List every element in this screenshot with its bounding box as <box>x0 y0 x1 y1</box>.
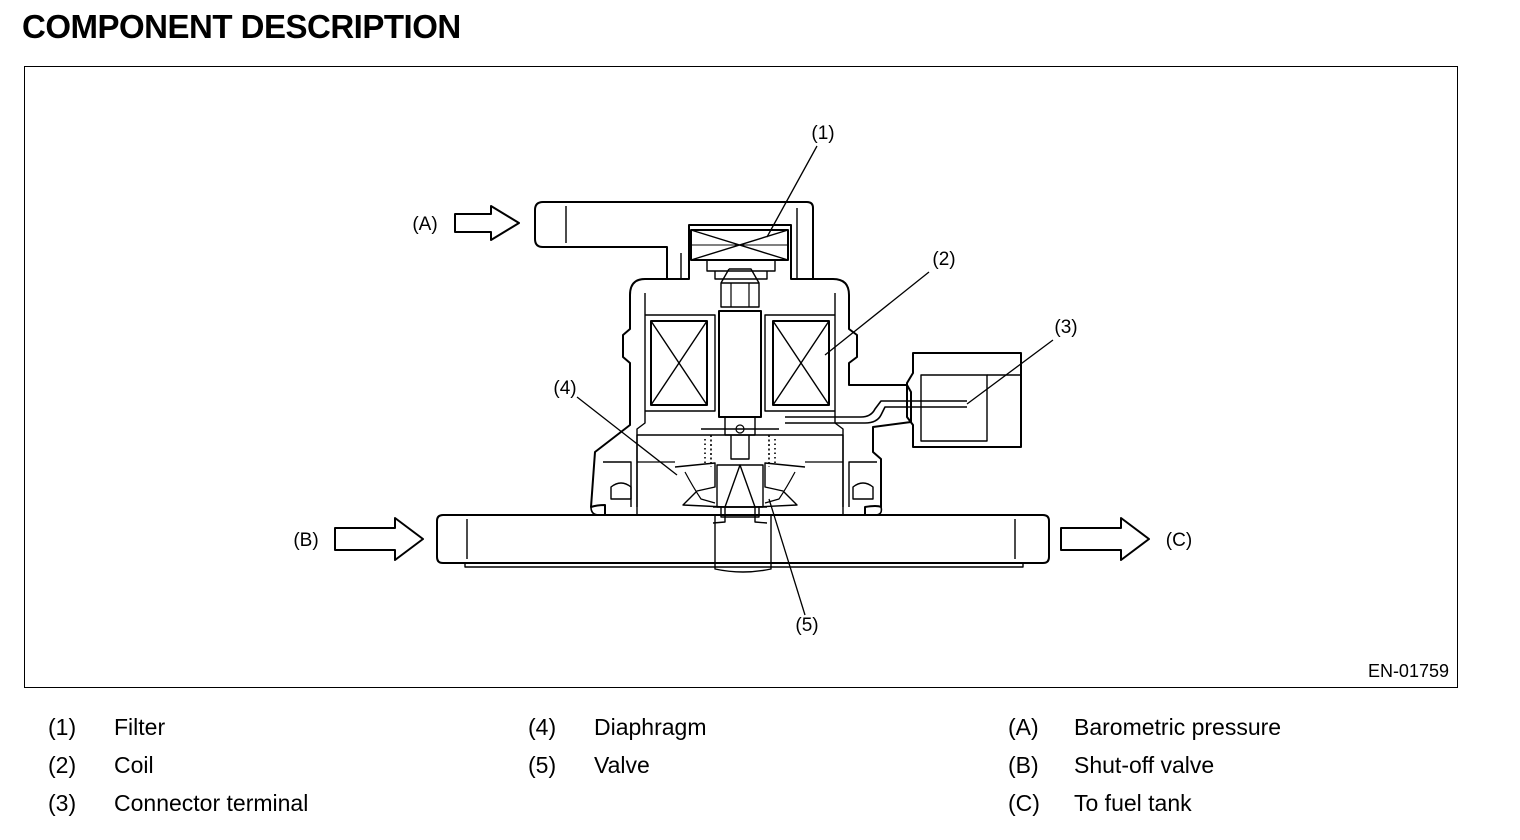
leader-lines <box>576 145 1054 616</box>
legend-key-5: (5) <box>528 752 557 778</box>
legend-label-shut-off-valve: Shut-off valve <box>1074 752 1215 778</box>
filter-element <box>690 229 789 280</box>
legend-key-1: (1) <box>48 714 77 740</box>
page-title: COMPONENT DESCRIPTION <box>22 8 461 45</box>
valve-seat <box>713 464 767 518</box>
legend-key-a: (A) <box>1008 714 1039 740</box>
callout-a: (A) <box>412 214 437 235</box>
legend-key-b: (B) <box>1008 752 1039 778</box>
legend-label-valve: Valve <box>594 752 650 778</box>
arrow-c <box>1060 517 1150 561</box>
leader-4 <box>576 396 678 476</box>
diaphragm <box>674 435 806 524</box>
callout-4: (4) <box>553 378 576 399</box>
main-pipe <box>436 514 1050 573</box>
callout-3: (3) <box>1054 317 1077 338</box>
callout-b: (B) <box>293 530 318 551</box>
barometric-port <box>534 201 814 280</box>
leader-2 <box>824 271 930 356</box>
arrow-a <box>454 205 520 241</box>
legend-label-coil: Coil <box>114 752 154 778</box>
leader-1 <box>766 145 818 238</box>
legend-key-3: (3) <box>48 790 77 816</box>
legend: (1) Filter (2) Coil (3) Connector termin… <box>0 714 1520 834</box>
arrow-b <box>334 517 424 561</box>
figure-id: EN-01759 <box>1367 661 1449 681</box>
legend-label-connector-terminal: Connector terminal <box>114 790 309 816</box>
coil-winding <box>645 314 835 412</box>
callout-5: (5) <box>795 615 818 636</box>
legend-label-to-fuel-tank: To fuel tank <box>1074 790 1192 816</box>
callout-c: (C) <box>1166 530 1192 551</box>
leader-3 <box>966 339 1054 405</box>
valve-body <box>590 278 912 516</box>
leader-5 <box>768 498 806 616</box>
plunger <box>701 268 779 460</box>
callout-2: (2) <box>932 249 955 270</box>
connector <box>785 352 1022 448</box>
diagram-frame: (1) (2) (3) (4) (5) (A) (B) (C) EN-01759 <box>24 66 1458 688</box>
valve-diagram: (1) (2) (3) (4) (5) (A) (B) (C) <box>293 123 1192 636</box>
callout-1: (1) <box>811 123 834 144</box>
legend-label-filter: Filter <box>114 714 166 740</box>
legend-label-barometric-pressure: Barometric pressure <box>1074 714 1282 740</box>
legend-key-2: (2) <box>48 752 77 778</box>
legend-key-c: (C) <box>1008 790 1040 816</box>
legend-key-4: (4) <box>528 714 557 740</box>
legend-label-diaphragm: Diaphragm <box>594 714 707 740</box>
